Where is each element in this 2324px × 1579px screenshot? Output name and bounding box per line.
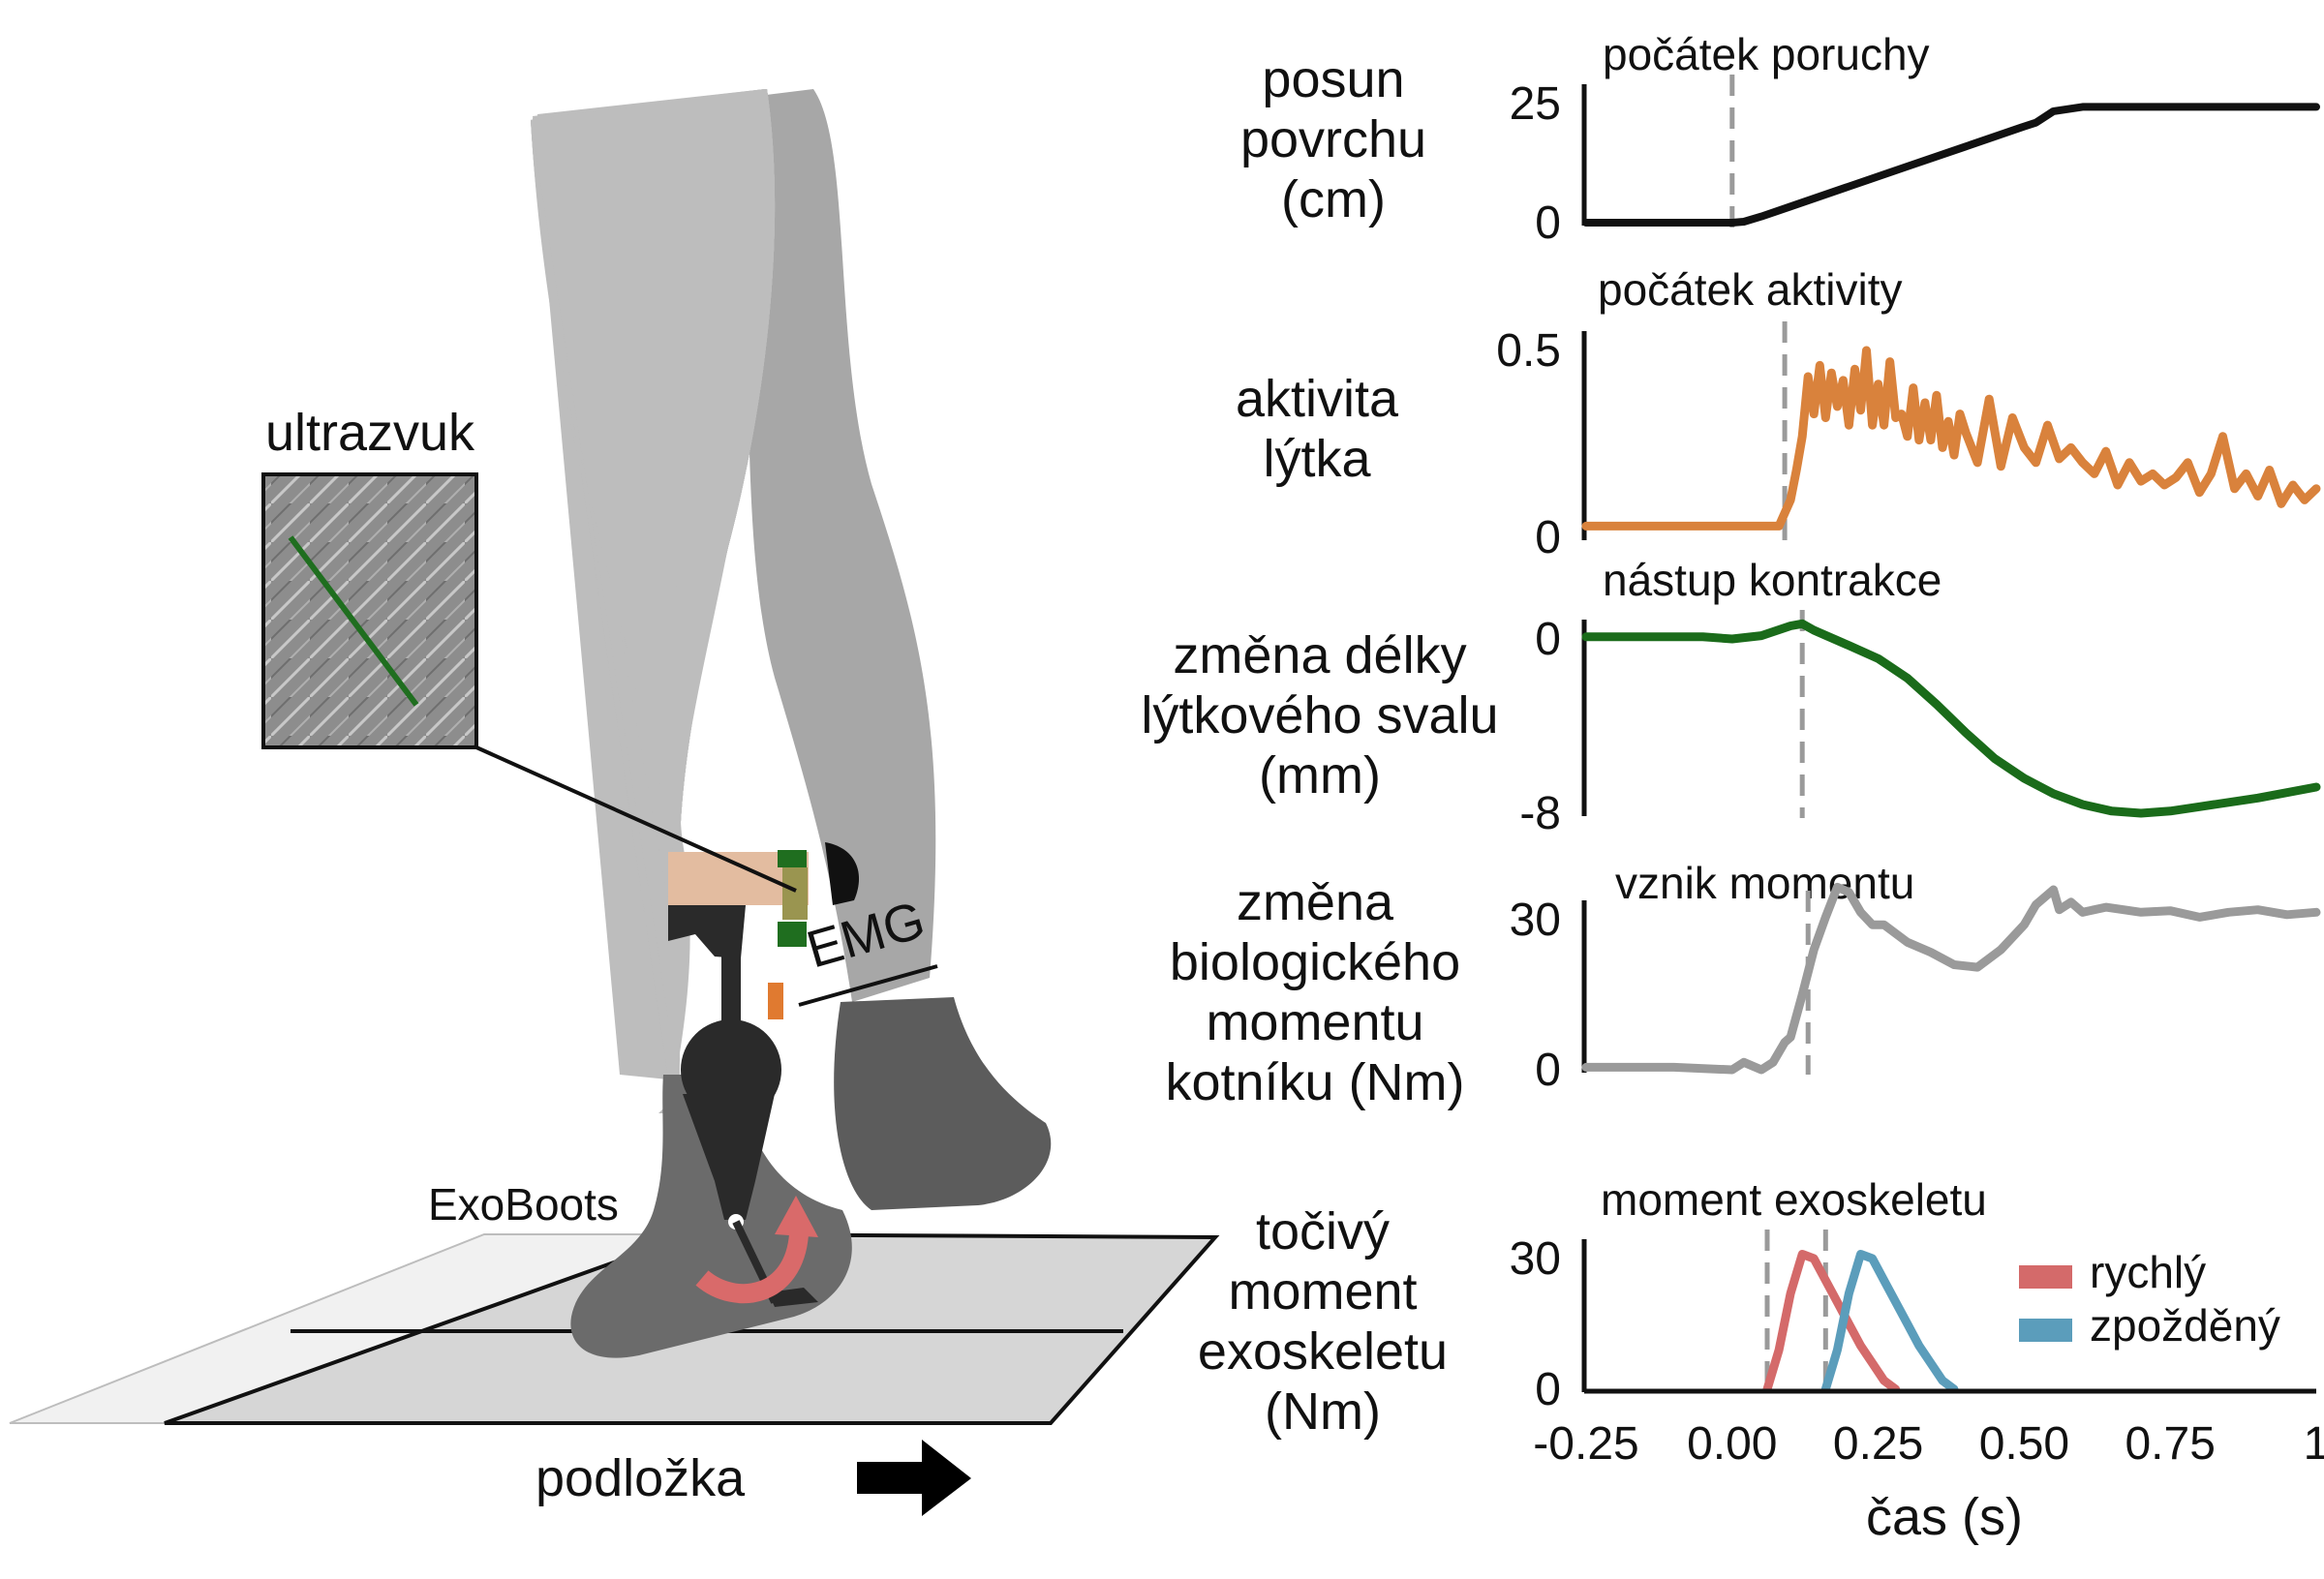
panel-moment-label-line: biologického xyxy=(1170,933,1460,991)
ultrasound-inset: ultrazvuk xyxy=(261,404,797,893)
back-leg xyxy=(748,89,1052,1210)
back-leg-thigh-shin xyxy=(748,89,936,1002)
x-tick-label: 0.50 xyxy=(1979,1418,2069,1470)
back-shoe xyxy=(834,997,1052,1210)
emg-sensor-orange xyxy=(768,983,783,1019)
panel-activity-label-line: aktivita xyxy=(1236,370,1399,428)
legend-fast-swatch xyxy=(2019,1265,2072,1289)
panel-exo-label-line: (Nm) xyxy=(1265,1382,1381,1441)
panel-length-label-line: změna délky xyxy=(1173,626,1466,684)
ultrasound-leader-line xyxy=(475,745,797,893)
panel-exo-y-tick: 0 xyxy=(1535,1364,1561,1415)
panel-exo-label-line: moment xyxy=(1228,1262,1417,1321)
legend-fast-label: rychlý xyxy=(2090,1247,2206,1297)
panel-displacement-label-line: posun xyxy=(1262,50,1404,108)
x-tick-label: 0.25 xyxy=(1833,1418,1923,1470)
front-leg-calf xyxy=(531,89,776,871)
front-leg-back-calf xyxy=(531,120,678,1079)
emg-electrode-bottom xyxy=(778,922,807,947)
panel-length-label-line: (mm) xyxy=(1259,746,1381,805)
panel-moment-y-tick: 30 xyxy=(1510,895,1561,946)
exoboots-label: ExoBoots xyxy=(428,1179,619,1230)
panel-activity-label-line: lýtka xyxy=(1263,430,1371,488)
panel-exo-label-line: exoskeletu xyxy=(1198,1322,1448,1381)
panel-exo-series-line xyxy=(1820,1250,1959,1394)
panel-displacement-annotation: počátek poruchy xyxy=(1603,29,1930,79)
panel-exo-annotation: moment exoskeletu xyxy=(1601,1174,1987,1225)
exo-heel-plate xyxy=(768,1288,818,1307)
exoskeleton-frame xyxy=(668,905,818,1307)
legend-delayed-label: zpožděný xyxy=(2090,1300,2280,1351)
panel-displacement-y-tick: 0 xyxy=(1535,197,1561,249)
legend-delayed-swatch xyxy=(2019,1319,2072,1342)
panel-activity-annotation: počátek aktivity xyxy=(1598,264,1902,315)
panel-exo-label-line: točivý xyxy=(1256,1202,1390,1260)
x-tick-label: 0.75 xyxy=(2125,1418,2215,1470)
exo-strut xyxy=(721,939,741,1036)
ultrasound-label: ultrazvuk xyxy=(265,404,475,462)
panel-activity-series-line xyxy=(1581,346,2321,531)
panel-activity-y-tick: 0.5 xyxy=(1496,325,1561,377)
front-shin-visible xyxy=(620,629,678,1084)
panel-moment-label-line: změna xyxy=(1237,873,1394,931)
exo-lever xyxy=(683,1094,775,1220)
panel-moment-label-line: momentu xyxy=(1206,993,1423,1051)
rotation-arrow-head xyxy=(775,1196,818,1237)
panel-exo-y-tick: 30 xyxy=(1510,1233,1561,1285)
ultrasound-probe xyxy=(782,867,808,920)
panel-moment-annotation: vznik momentu xyxy=(1615,858,1914,908)
x-axis-label: čas (s) xyxy=(1866,1488,2023,1546)
panel-moment-y-tick: 0 xyxy=(1535,1045,1561,1096)
panel-moment-series-line xyxy=(1581,882,2321,1075)
panel-displacement-label-line: (cm) xyxy=(1281,170,1386,228)
emg-leader-line xyxy=(798,964,938,1007)
right-arrow-icon xyxy=(857,1440,971,1516)
front-leg xyxy=(531,89,860,1358)
panel-length-series-line xyxy=(1581,619,2321,818)
ultrasound-image xyxy=(261,472,478,749)
rotation-arrow-icon xyxy=(695,1232,809,1304)
panel-activity-y-tick: 0 xyxy=(1535,512,1561,563)
panel-length-y-tick: 0 xyxy=(1535,614,1561,665)
x-tick-label: 1 xyxy=(2304,1418,2324,1470)
panel-displacement-label-line: povrchu xyxy=(1240,110,1426,168)
panel-moment-label-line: kotníku (Nm) xyxy=(1165,1053,1464,1111)
panel-length-y-tick: -8 xyxy=(1519,788,1561,839)
panel-length-label-line: lýtkového svalu xyxy=(1141,686,1498,744)
x-tick-label: 0.00 xyxy=(1687,1418,1777,1470)
platform-label: podložka xyxy=(535,1449,746,1507)
x-tick-label: -0.25 xyxy=(1533,1418,1638,1470)
panel-displacement-y-tick: 25 xyxy=(1510,78,1561,130)
fascicle-line xyxy=(288,535,419,707)
walking-illustration: ultrazvuk EMG ExoBoots podložka xyxy=(9,89,1220,1516)
panel-length-annotation: nástup kontrakce xyxy=(1603,555,1942,605)
calf-cuff xyxy=(825,842,860,905)
panel-displacement-series-line xyxy=(1582,103,2320,227)
panel-exo-series-line xyxy=(1762,1250,1901,1394)
emg-electrode-top xyxy=(778,850,807,867)
